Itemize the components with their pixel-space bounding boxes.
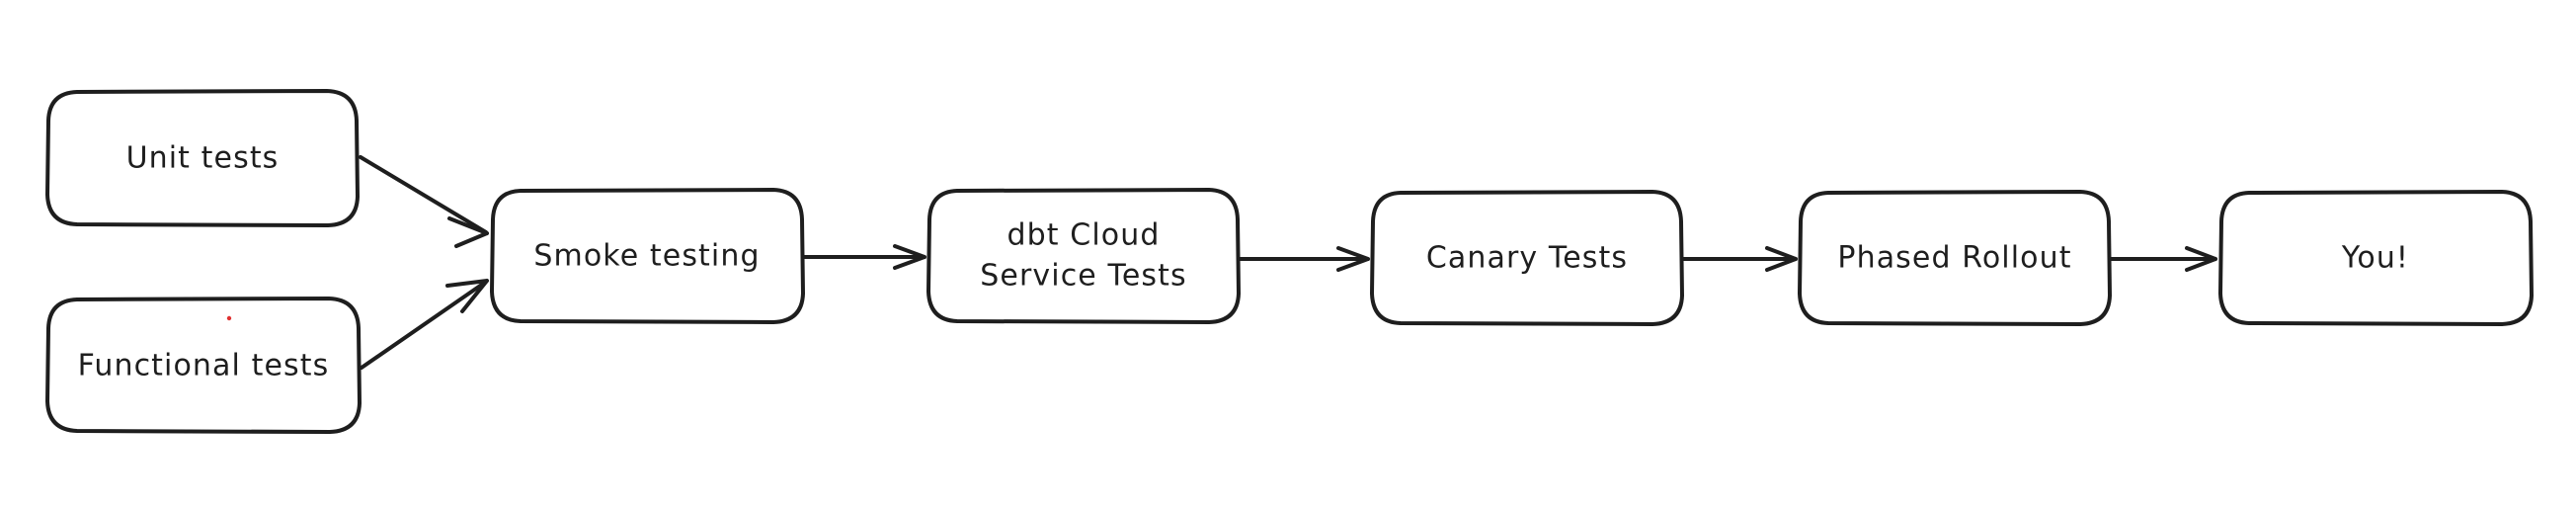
- node-canary-tests-shape: [1370, 190, 1684, 326]
- node-phased-rollout-shape: [1798, 190, 2112, 326]
- node-dbt-cloud-service-tests-shape: [926, 188, 1241, 324]
- node-canary-tests[interactable]: Canary Tests: [1370, 190, 1684, 326]
- node-you-label: You!: [2341, 241, 2409, 276]
- node-smoke-testing-shape: [490, 188, 805, 324]
- node-canary-tests-label: Canary Tests: [1426, 241, 1628, 276]
- node-smoke-testing[interactable]: Smoke testing: [490, 188, 805, 324]
- node-phased-rollout[interactable]: Phased Rollout: [1798, 190, 2112, 326]
- edge-dbt-to-canary: [1237, 246, 1370, 272]
- node-unit-tests-label: Unit tests: [126, 141, 280, 176]
- edge-functional-to-smoke-line: [360, 280, 488, 370]
- edge-smoke-to-dbt: [801, 244, 926, 270]
- node-dbt-cloud-service-tests[interactable]: dbt Cloud Service Tests: [926, 188, 1241, 324]
- edge-unit-to-smoke-line: [359, 155, 488, 234]
- node-you[interactable]: You!: [2218, 190, 2534, 326]
- edge-canary-to-phased-arrowhead: [1765, 246, 1798, 272]
- node-dbt-cloud-line2: Service Tests: [980, 259, 1186, 294]
- node-unit-tests-shape: [45, 89, 360, 227]
- edge-canary-to-phased: [1680, 246, 1798, 272]
- edge-unit-to-smoke: [359, 155, 489, 248]
- node-smoke-testing-label: Smoke testing: [533, 239, 760, 274]
- red-speck-artifact: [226, 315, 232, 321]
- node-functional-tests[interactable]: Functional tests: [45, 297, 362, 434]
- node-you-shape: [2218, 190, 2534, 326]
- node-phased-rollout-label: Phased Rollout: [1837, 241, 2071, 276]
- edge-functional-to-smoke-arrowhead: [445, 279, 489, 313]
- node-unit-tests[interactable]: Unit tests: [45, 89, 360, 227]
- edge-functional-to-smoke: [360, 279, 489, 370]
- edge-phased-to-you-arrowhead: [2185, 246, 2217, 272]
- node-dbt-cloud-line1: dbt Cloud: [1007, 218, 1161, 253]
- edge-phased-to-you: [2108, 246, 2217, 272]
- node-functional-tests-shape: [45, 297, 362, 434]
- edge-smoke-to-dbt-arrowhead: [893, 244, 926, 270]
- edge-dbt-to-canary-arrowhead: [1336, 246, 1370, 272]
- edge-unit-to-smoke-arrowhead: [447, 216, 489, 248]
- node-functional-tests-label: Functional tests: [78, 349, 330, 383]
